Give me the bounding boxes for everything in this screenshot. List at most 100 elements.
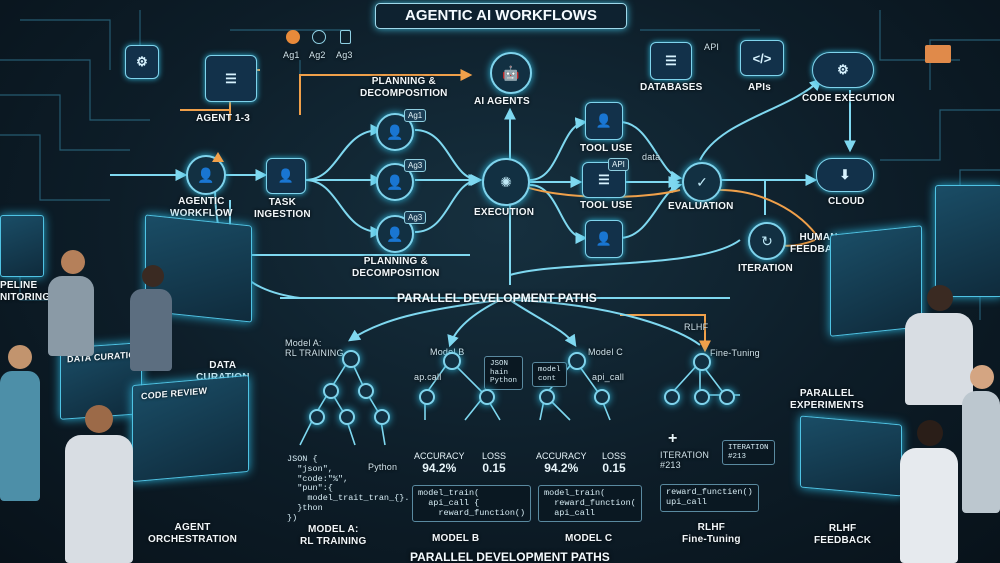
agent-node-ag3-a[interactable]: 👤 xyxy=(376,163,414,201)
model-b-accuracy-label: ACCURACY xyxy=(414,451,465,461)
agent-orchestration-label: AGENT ORCHESTRATION xyxy=(148,522,238,545)
agent-legend-icon-2 xyxy=(312,30,326,44)
legend-ag2: Ag2 xyxy=(309,50,326,60)
model-a-node xyxy=(323,383,339,399)
task-ingestion-node[interactable]: 👤 xyxy=(266,158,306,194)
parallel-experiments-label: PARALLEL EXPERIMENTS xyxy=(790,388,864,411)
evaluation-label: EVALUATION xyxy=(668,201,734,212)
model-c-node xyxy=(594,389,610,405)
rlhf-iteration-right: ITERATION #213 xyxy=(722,440,775,466)
cloud-label: CLOUD xyxy=(828,196,865,207)
engineer-figure xyxy=(905,285,975,405)
rlhf-node xyxy=(664,389,680,405)
iteration-node[interactable]: ↻ xyxy=(748,222,786,260)
agent-legend-icon-1 xyxy=(286,30,300,44)
iteration-label: ITERATION xyxy=(738,263,793,274)
model-c-accuracy-label: ACCURACY xyxy=(536,451,587,461)
code-brackets-icon: </> xyxy=(740,40,784,76)
database-icon: ☰ xyxy=(205,55,257,102)
code-execution-label: CODE EXECUTION xyxy=(802,93,895,104)
agentic-workflow-node[interactable]: 👤 xyxy=(186,155,226,195)
ai-agents-label: AI AGENTS xyxy=(474,96,530,107)
agent-1-3-label: AGENT 1-3 xyxy=(196,113,251,124)
warning-icon xyxy=(212,152,224,162)
cloud-icon: ⬇ xyxy=(816,158,874,192)
planning-top-label: PLANNING & DECOMPOSITION xyxy=(360,76,448,99)
engineer-figure xyxy=(130,265,176,375)
model-a-footer: MODEL A: RL TRAINING xyxy=(300,524,367,547)
model-b-json-tag: JSON hain Python xyxy=(484,356,524,390)
model-c-node xyxy=(539,389,555,405)
model-b-accuracy-value: 94.2% xyxy=(422,460,457,475)
model-c-api-tag: api_call xyxy=(592,372,625,382)
pipeline-monitor-screen xyxy=(0,215,44,277)
rlhf-screen xyxy=(800,415,902,497)
agent-badge-ag1: Ag1 xyxy=(404,109,427,122)
model-a-code: JSON { "json", "code:"%", "pun":{ model_… xyxy=(287,454,410,523)
planning-bottom-label: PLANNING & DECOMPOSITION xyxy=(352,256,440,279)
database-stack-icon: ☰ xyxy=(650,42,692,80)
model-b-node xyxy=(479,389,495,405)
agent-badge-ag3-b: Ag3 xyxy=(404,211,427,224)
agentic-workflow-label: AGENTIC WORKFLOW xyxy=(170,196,233,219)
title-banner: AGENTIC AI WORKFLOWS xyxy=(375,3,627,29)
model-c-title: Model C xyxy=(588,347,623,357)
plus-icon: + xyxy=(668,430,678,447)
experiment-screen-far xyxy=(935,185,1000,297)
tool-use-top-node[interactable]: 👤 xyxy=(585,102,623,140)
model-c-code: model_train( reward_function( api_call xyxy=(538,485,642,523)
rlhf-code: reward_functien() upi_call xyxy=(660,484,759,512)
model-a-node xyxy=(309,409,325,425)
agent-legend-icon-3 xyxy=(340,30,351,44)
data-tag: data xyxy=(642,152,661,162)
model-c-accuracy-value: 94.2% xyxy=(544,460,579,475)
rlhf-title: RLHF xyxy=(684,322,709,332)
evaluation-node[interactable]: ✓ xyxy=(682,162,722,202)
tool-api-badge: API xyxy=(608,158,629,171)
code-review-screen: CODE REVIEW xyxy=(132,374,249,483)
legend-ag1: Ag1 xyxy=(283,50,300,60)
model-a-node xyxy=(374,409,390,425)
rlhf-footer: RLHF Fine-Tuning xyxy=(682,522,741,545)
page-title: AGENTIC AI WORKFLOWS xyxy=(405,7,597,24)
ai-agents-node[interactable]: 🤖 xyxy=(490,52,532,94)
model-c-root xyxy=(568,352,586,370)
legend-ag3: Ag3 xyxy=(336,50,353,60)
pipeline-monitoring-label: PELINE NITORING xyxy=(0,280,51,303)
engineer-figure xyxy=(962,365,1000,515)
code-execution-cloud-icon: ⚙ xyxy=(812,52,874,88)
rlhf-node xyxy=(719,389,735,405)
model-b-footer: MODEL B xyxy=(432,533,480,544)
model-b-tag-left: ap.call xyxy=(414,372,442,382)
model-b-loss-value: 0.15 xyxy=(482,460,506,475)
engineer-figure xyxy=(65,405,135,563)
parallel-paths-banner-top: PARALLEL DEVELOPMENT PATHS xyxy=(397,291,597,305)
tool-use-mid-label: TOOL USE xyxy=(580,200,633,211)
model-b-title: Model B xyxy=(430,347,465,357)
rlhf-node xyxy=(694,389,710,405)
rlhf-root xyxy=(693,353,711,371)
engineer-figure xyxy=(900,420,960,563)
tool-use-bottom-node[interactable]: 👤 xyxy=(585,220,623,258)
engineer-figure xyxy=(48,250,98,360)
api-tag: API xyxy=(704,42,720,52)
model-c-model-tag: model cont xyxy=(532,362,567,388)
task-ingestion-label: TASK INGESTION xyxy=(254,197,311,220)
model-b-node xyxy=(419,389,435,405)
engineer-figure xyxy=(0,345,40,505)
agent-badge-ag3-a: Ag3 xyxy=(404,159,427,172)
execution-node[interactable]: ✺ xyxy=(482,158,530,206)
rlhf-iteration-left: ITERATION #213 xyxy=(660,450,710,471)
rlhf-feedback-label: RLHF FEEDBACK xyxy=(814,523,872,546)
model-c-loss-value: 0.15 xyxy=(602,460,626,475)
model-b-loss-label: LOSS xyxy=(482,451,507,461)
human-feedback-label: HUMAN FEEDBACK xyxy=(790,232,848,255)
model-a-node xyxy=(358,383,374,399)
model-c-loss-label: LOSS xyxy=(602,451,627,461)
rlhf-fine-tuning-title: Fine-Tuning xyxy=(710,348,760,358)
